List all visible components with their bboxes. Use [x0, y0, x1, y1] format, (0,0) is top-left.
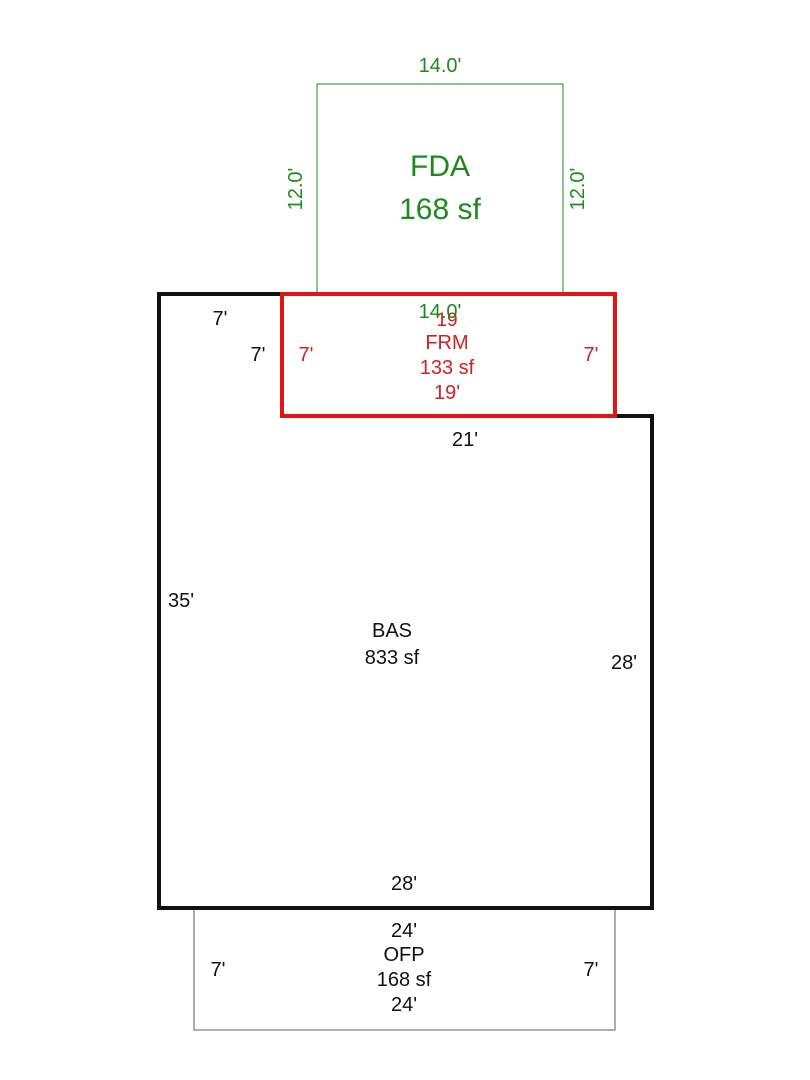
bas-label: BAS: [372, 620, 412, 642]
frm-outline: [280, 292, 617, 418]
frm-left-dimension: 7': [299, 344, 314, 366]
bas-area: 833 sf: [365, 647, 420, 669]
bas-bottom-dimension: 28': [391, 873, 417, 895]
fda-right-dimension: 12.0': [567, 168, 589, 211]
ofp-area: 168 sf: [377, 969, 432, 991]
bas-area: 7' 7' 21' 35' BAS 833 sf 28' 28': [157, 292, 654, 910]
ofp-bottom-dimension: 24': [391, 994, 417, 1016]
ofp-label: OFP: [383, 944, 424, 966]
bas-notch-side-dimension: 7': [251, 344, 266, 366]
frm-bottom-dimension: 19': [434, 382, 460, 404]
fda-top-dimension: 14.0': [419, 55, 462, 77]
fda-area: 168 sf: [399, 193, 481, 226]
ofp-top-dimension: 24': [391, 920, 417, 942]
fda-outline: [316, 83, 564, 295]
ofp-area: 24' OFP 168 sf 24' 7' 7': [193, 907, 616, 1031]
frm-area: 133 sf: [420, 357, 475, 379]
frm-right-dimension: 7': [584, 344, 599, 366]
ofp-right-dimension: 7': [584, 959, 599, 981]
fda-bottom-dimension: 14.0': [419, 301, 462, 323]
frm-label: FRM: [425, 332, 468, 354]
fda-area: 14.0' 12.0' 12.0' FDA 168 sf: [285, 55, 589, 295]
frm-area: 19 14.0' FRM 133 sf 19' 7' 7': [280, 292, 617, 418]
bas-left-dimension: 35': [168, 590, 194, 612]
bas-right-dimension: 28': [611, 652, 637, 674]
ofp-left-dimension: 7': [211, 959, 226, 981]
frm-top-dimension: 19: [436, 310, 457, 331]
bas-top-left-dimension: 7': [213, 308, 228, 330]
bas-outline: [157, 292, 654, 910]
fda-left-dimension: 12.0': [285, 168, 307, 211]
fda-label: FDA: [410, 150, 470, 183]
bas-notch-right-dimension: 21': [452, 429, 478, 451]
